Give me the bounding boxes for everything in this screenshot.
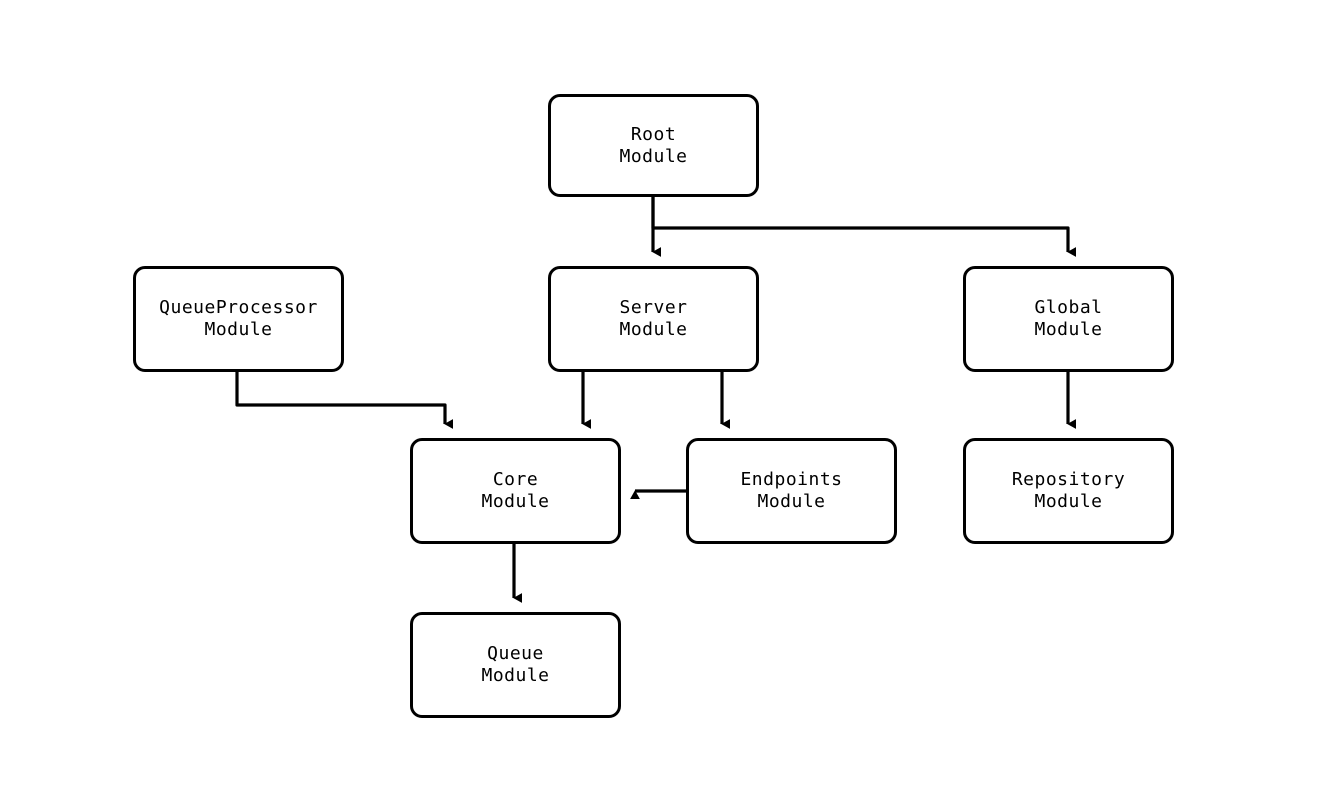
node-global-label-line2: Module bbox=[1034, 319, 1103, 340]
node-core[interactable]: Core Module bbox=[410, 438, 621, 544]
node-core-label-line2: Module bbox=[481, 491, 550, 512]
node-endpoints-label-line2: Module bbox=[757, 491, 826, 512]
node-repository-label-line1: Repository bbox=[1011, 469, 1126, 490]
node-root-label-line1: Root bbox=[630, 123, 677, 145]
node-root[interactable]: Root Module bbox=[548, 94, 759, 197]
node-core-label-line1: Core bbox=[492, 469, 539, 490]
node-queueprocessor[interactable]: QueueProcessor Module bbox=[133, 266, 344, 372]
node-repository[interactable]: Repository Module bbox=[963, 438, 1174, 544]
node-queue[interactable]: Queue Module bbox=[410, 612, 621, 718]
node-endpoints[interactable]: Endpoints Module bbox=[686, 438, 897, 544]
node-queueprocessor-label-line2: Module bbox=[204, 319, 273, 340]
node-global[interactable]: Global Module bbox=[963, 266, 1174, 372]
node-global-label-line1: Global bbox=[1034, 297, 1103, 318]
node-server-label-line1: Server bbox=[619, 297, 688, 318]
node-root-label-line2: Module bbox=[619, 145, 688, 167]
node-queue-label-line1: Queue bbox=[487, 643, 544, 664]
node-queue-label-line2: Module bbox=[481, 665, 550, 686]
node-server[interactable]: Server Module bbox=[548, 266, 759, 372]
edge-queueprocessor-core bbox=[235, 372, 454, 429]
node-repository-label-line2: Module bbox=[1034, 491, 1103, 512]
node-endpoints-label-line1: Endpoints bbox=[740, 469, 843, 490]
edge-group bbox=[235, 197, 1077, 603]
edge-root-global bbox=[651, 197, 1077, 257]
node-server-label-line2: Module bbox=[619, 319, 688, 340]
node-queueprocessor-label-line1: QueueProcessor bbox=[159, 297, 318, 318]
